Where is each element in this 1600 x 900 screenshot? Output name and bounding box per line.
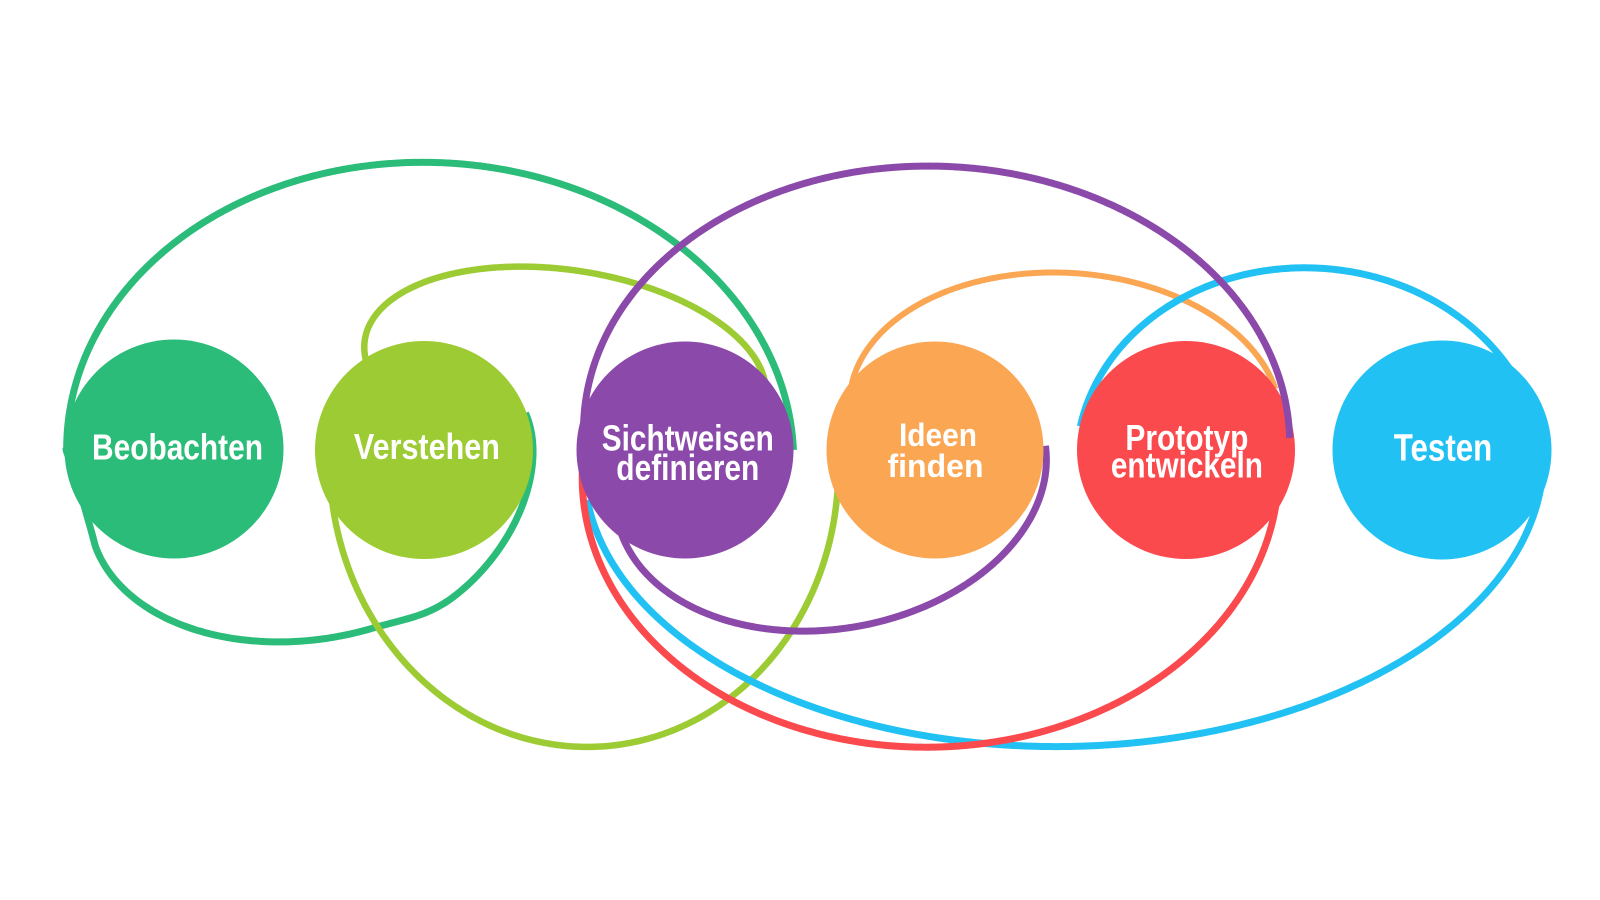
svg-text:Prototyp: Prototyp: [1125, 417, 1248, 458]
svg-text:Sichtweisen: Sichtweisen: [602, 418, 774, 459]
svg-text:definieren: definieren: [616, 447, 759, 488]
svg-text:finden: finden: [888, 448, 984, 484]
svg-text:Testen: Testen: [1394, 428, 1493, 470]
svg-text:Beobachten: Beobachten: [92, 427, 263, 468]
svg-text:Verstehen: Verstehen: [354, 426, 500, 467]
svg-text:Ideen: Ideen: [899, 417, 977, 453]
svg-text:entwickeln: entwickeln: [1111, 445, 1263, 486]
